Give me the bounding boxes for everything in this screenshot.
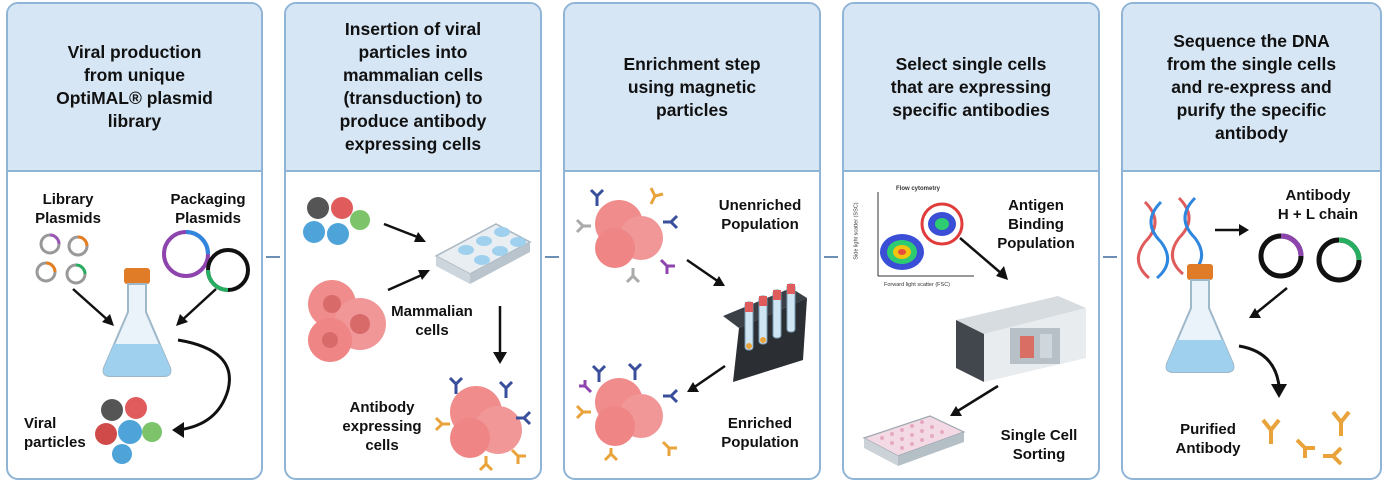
panel-enrichment: Enrichment step using magnetic particles… bbox=[563, 2, 821, 480]
arrow-icon bbox=[950, 384, 999, 416]
panel-body: Flow cytometry Forward light scatter (FS… bbox=[844, 172, 1098, 478]
packaging-plasmids-icon bbox=[162, 230, 250, 292]
connector-2-3 bbox=[545, 256, 559, 258]
arrow-icon bbox=[687, 364, 726, 392]
mammalian-cells-icon bbox=[308, 280, 386, 362]
arrow-icon bbox=[72, 288, 114, 326]
single-cell-sorting-label: Single Cell Sorting bbox=[1000, 427, 1078, 463]
arrow-icon bbox=[383, 222, 426, 242]
enriched-cells-icon bbox=[575, 362, 679, 462]
unenriched-population-label: Unenriched Population bbox=[718, 197, 802, 233]
flask-icon bbox=[1165, 264, 1235, 373]
enriched-population-label: Enriched Population bbox=[721, 415, 799, 451]
panel-title: Viral production from unique OptiMAL® pl… bbox=[56, 42, 213, 131]
antigen-binding-population-label: Antigen Binding Population bbox=[997, 197, 1075, 252]
curved-arrow-icon bbox=[1238, 344, 1287, 398]
viral-particles-label: Viral particles bbox=[24, 415, 86, 451]
panel-header: Select single cells that are expressing … bbox=[844, 4, 1098, 172]
panel-body: Mammalian cells Antibody expressing cell… bbox=[286, 172, 540, 478]
flow-cytometry-title: Flow cytometry bbox=[896, 186, 941, 192]
magnetic-rack-icon bbox=[723, 283, 807, 382]
flask-icon bbox=[102, 268, 172, 377]
arrow-down-icon bbox=[493, 306, 507, 364]
connector-3-4 bbox=[824, 256, 838, 258]
arrow-icon bbox=[387, 270, 430, 292]
panel-body: Unenriched Population bbox=[565, 172, 819, 478]
arrow-icon bbox=[176, 288, 217, 326]
purified-antibody-label: Purified Antibody bbox=[1175, 421, 1241, 457]
arrow-icon bbox=[686, 258, 725, 286]
curved-arrow-icon bbox=[172, 338, 231, 438]
panel-title: Enrichment step using magnetic particles bbox=[623, 53, 761, 120]
panel-header: Insertion of viral particles into mammal… bbox=[286, 4, 540, 172]
dna-icon bbox=[1137, 196, 1203, 280]
panel-body: Antibody H + L chain Purified Antibody bbox=[1123, 172, 1380, 478]
cell-sorter-icon bbox=[956, 296, 1086, 382]
panel-header: Enrichment step using magnetic particles bbox=[565, 4, 819, 172]
packaging-plasmids-label: Packaging Plasmids bbox=[170, 191, 246, 227]
purified-antibody-icon bbox=[1261, 410, 1351, 466]
panel-single-cell-selection: Select single cells that are expressing … bbox=[842, 2, 1100, 480]
panel-transduction: Insertion of viral particles into mammal… bbox=[284, 2, 542, 480]
arrow-icon bbox=[959, 237, 1008, 280]
panel-header: Sequence the DNA from the single cells a… bbox=[1123, 4, 1380, 172]
panel-title: Select single cells that are expressing … bbox=[890, 53, 1052, 120]
connector-4-5 bbox=[1103, 256, 1117, 258]
unenriched-cells-icon bbox=[575, 187, 679, 284]
panel-header: Viral production from unique OptiMAL® pl… bbox=[8, 4, 261, 172]
flow-cytometry-plot bbox=[877, 192, 974, 277]
viral-particles-icon bbox=[95, 397, 162, 464]
antibody-chain-label: Antibody H + L chain bbox=[1277, 187, 1359, 223]
library-plasmids-label: Library Plasmids bbox=[35, 191, 101, 227]
panel-title: Insertion of viral particles into mammal… bbox=[339, 19, 487, 154]
antibody-plasmids-icon bbox=[1258, 233, 1362, 283]
panel-viral-production: Viral production from unique OptiMAL® pl… bbox=[6, 2, 263, 480]
library-plasmids-icon bbox=[35, 233, 89, 285]
well-plate-icon bbox=[862, 415, 966, 466]
flow-cytometry-ylabel: Side light scatter (SSC) bbox=[853, 202, 860, 260]
well-plate-icon bbox=[434, 223, 532, 284]
panel-sequencing: Sequence the DNA from the single cells a… bbox=[1121, 2, 1382, 480]
flow-cytometry-xlabel: Forward light scatter (FSC) bbox=[884, 282, 951, 288]
antibody-expressing-cells-label: Antibody expressing cells bbox=[342, 399, 422, 454]
panel-title: Sequence the DNA from the single cells a… bbox=[1166, 30, 1337, 143]
viral-particles-icon bbox=[303, 197, 370, 245]
connector-1-2 bbox=[266, 256, 280, 258]
panel-body: Library Plasmids Packaging Plasmids bbox=[8, 172, 261, 478]
antibody-expressing-cells-icon bbox=[434, 376, 532, 472]
arrow-icon bbox=[1215, 224, 1249, 236]
mammalian-cells-label: Mammalian cells bbox=[391, 303, 473, 339]
arrow-icon bbox=[1249, 287, 1288, 318]
